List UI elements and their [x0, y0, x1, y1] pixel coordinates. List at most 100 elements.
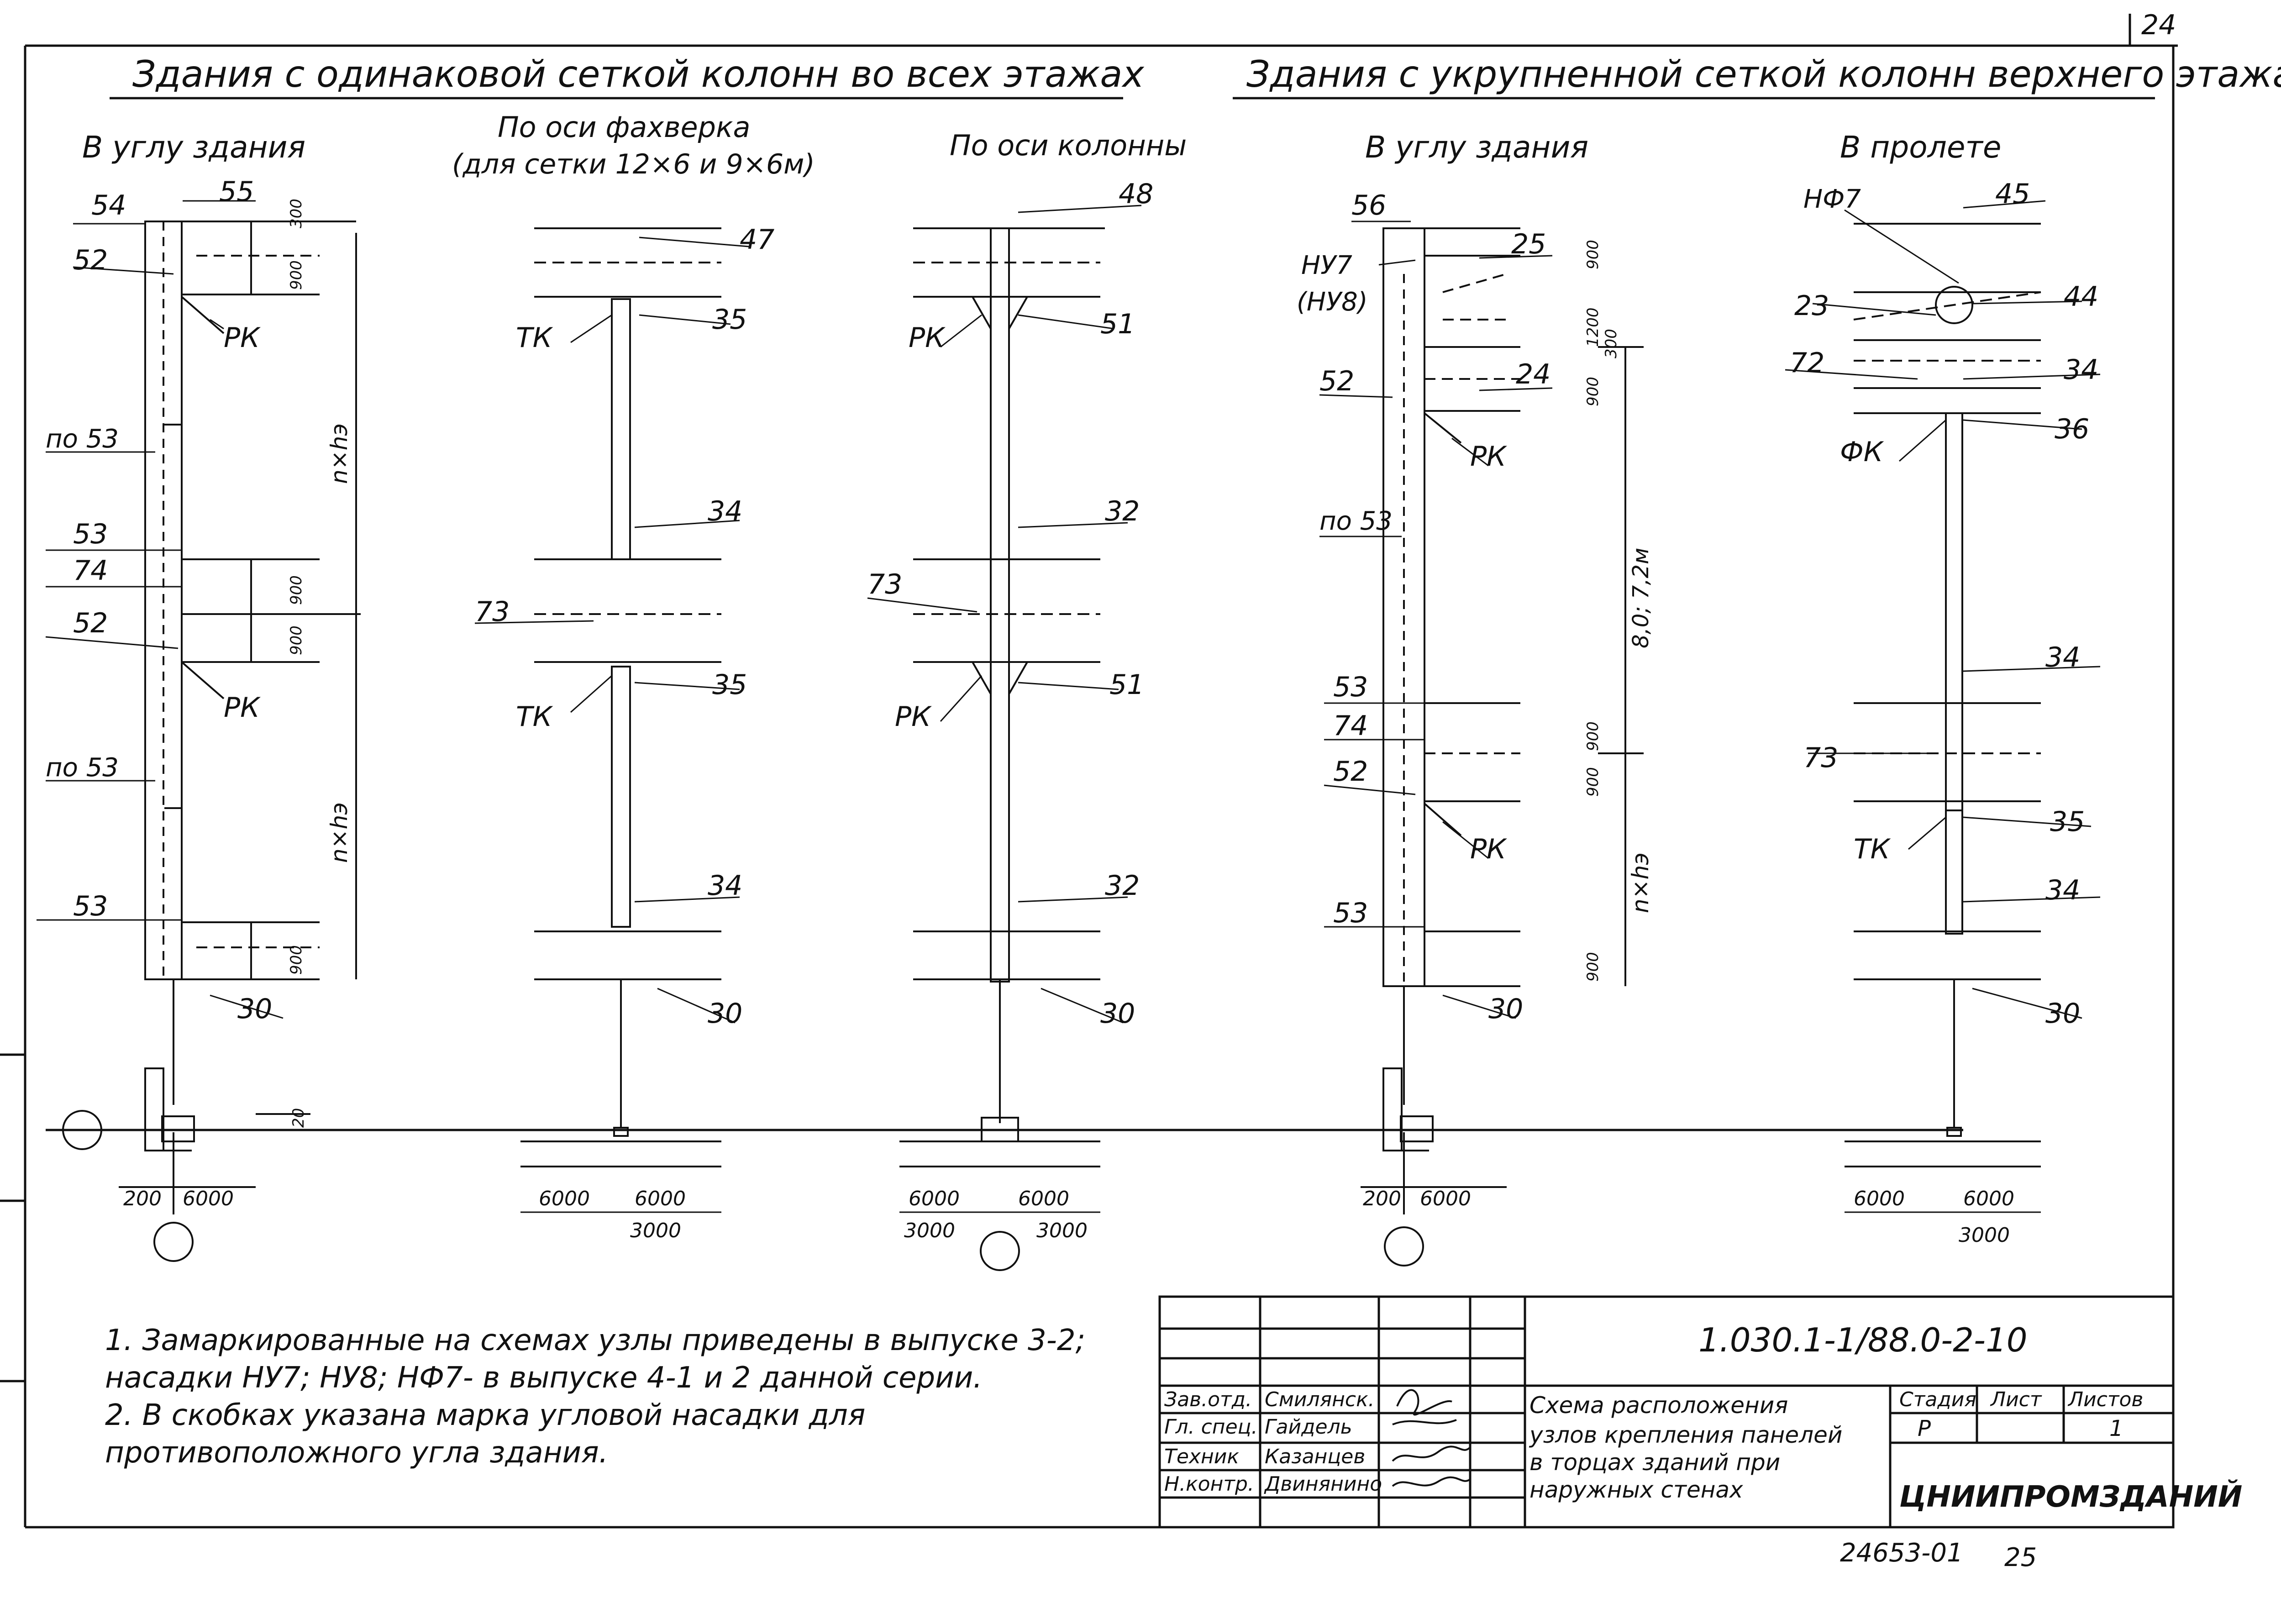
- p5-plan-dim-6000-left: 6000: [1854, 1187, 1905, 1210]
- p4-dim-floor-height: 8,0; 7,2м: [1628, 548, 1654, 648]
- p1-label-52-mid: 52: [73, 607, 108, 639]
- p3-plan-dim-3000-left: 3000: [904, 1219, 955, 1242]
- p5-label-45: 45: [1995, 178, 2030, 210]
- panel-3-elevation: [899, 227, 1105, 1167]
- p5-label-30: 30: [2045, 998, 2080, 1030]
- p4-dim-900-top: 900: [1584, 240, 1602, 269]
- p3-label-48: 48: [1119, 178, 1153, 210]
- role-technician: Техник: [1164, 1445, 1239, 1468]
- heading-left-group: Здания с одинаковой сеткой колонн во все…: [132, 53, 1145, 95]
- panel-1-elevation: [144, 221, 361, 1105]
- p5-plan-dim-3000: 3000: [1959, 1224, 2010, 1247]
- signatures: [1392, 1389, 1471, 1487]
- p1-label-53: 53: [73, 518, 108, 550]
- p5-label-34-mid: 34: [2045, 641, 2080, 673]
- name-head-of-dept: Смилянск.: [1265, 1388, 1375, 1411]
- panel-4-elevation: [1361, 227, 1644, 1214]
- panel-2-leaders: [474, 237, 749, 1024]
- p4-dim-1200: 1200: [1584, 307, 1602, 347]
- p4-label-nu7: НУ7: [1301, 251, 1352, 280]
- p2-label-30: 30: [708, 998, 742, 1030]
- role-norm-control: Н.контр.: [1164, 1472, 1254, 1496]
- p2-plan-dim-6000-left: 6000: [539, 1187, 590, 1210]
- description-line-3: в торцах зданий при: [1529, 1449, 1780, 1476]
- p1-label-53-bot: 53: [73, 890, 108, 922]
- p2-label-34-top: 34: [708, 495, 742, 527]
- p1-label-55: 55: [219, 176, 254, 208]
- p1-dim-900-b: 900: [287, 625, 305, 655]
- p5-label-34-top: 34: [2064, 354, 2098, 386]
- p5-label-nf7: НФ7: [1803, 184, 1861, 214]
- sheet-frame: [0, 14, 2178, 1529]
- p3-label-51-top: 51: [1100, 308, 1135, 340]
- p4-dim-900-c: 900: [1584, 721, 1602, 751]
- p5-label-72: 72: [1790, 347, 1824, 379]
- p2-label-tk-top: ТК: [516, 322, 553, 354]
- panel-2-subtitle: (для сетки 12×6 и 9×6м): [452, 148, 815, 180]
- p1-grid-axis-marker-left: [62, 1110, 102, 1150]
- p1-label-po53-top: по 53: [46, 424, 119, 454]
- p5-label-36: 36: [2055, 413, 2089, 445]
- p2-plan-dim-6000-right: 6000: [635, 1187, 686, 1210]
- page-number: 25: [2004, 1543, 2037, 1572]
- role-chief-spec: Гл. спец.: [1164, 1415, 1258, 1439]
- name-technician: Казанцев: [1265, 1445, 1365, 1468]
- p4-dim-900-b: 900: [1584, 377, 1602, 406]
- p4-grid-axis-marker: [1384, 1226, 1424, 1267]
- p4-label-rk-top: РК: [1470, 441, 1507, 473]
- panel-5-leaders: [1785, 200, 2101, 1019]
- p2-label-35-mid: 35: [712, 669, 747, 701]
- p1-dim-300: 300: [287, 199, 305, 228]
- panel-1-plan: [46, 1067, 1963, 1214]
- panel-4-title: В углу здания: [1365, 130, 1588, 165]
- sheet-header: Лист: [1990, 1388, 2042, 1411]
- p2-label-35-top: 35: [712, 304, 747, 336]
- p5-label-73: 73: [1803, 742, 1838, 774]
- p5-plan-dim-6000-right: 6000: [1963, 1187, 2014, 1210]
- p4-plan-dim-6000: 6000: [1420, 1187, 1471, 1210]
- panel-5-title: В пролете: [1840, 130, 2002, 165]
- p5-label-35: 35: [2050, 806, 2085, 838]
- p2-label-73: 73: [475, 596, 510, 628]
- p2-label-tk-mid: ТК: [516, 701, 553, 733]
- p5-label-44: 44: [2064, 281, 2098, 313]
- p2-label-34-bot: 34: [708, 870, 742, 902]
- p1-label-30: 30: [237, 993, 272, 1025]
- panel-2-elevation: [520, 227, 721, 1167]
- inventory-number: 24653-01: [1840, 1538, 1963, 1568]
- p3-plan-dim-6000-right: 6000: [1018, 1187, 1069, 1210]
- p4-label-25: 25: [1511, 228, 1546, 260]
- p1-label-rk-mid: РК: [224, 692, 261, 724]
- p1-dim-nhe-top: n×hэ: [326, 423, 352, 484]
- stage-header: Стадия: [1899, 1388, 1976, 1411]
- sheet-number: 24: [2141, 9, 2176, 41]
- p4-label-24: 24: [1516, 358, 1550, 390]
- stage-value: Р: [1918, 1416, 1931, 1441]
- drawing-code: 1.030.1-1/88.0-2-10: [1698, 1321, 2028, 1359]
- p4-label-52-mid: 52: [1333, 756, 1368, 788]
- p3-grid-axis-marker: [980, 1231, 1020, 1271]
- name-norm-control: Двинянино: [1264, 1472, 1382, 1496]
- p1-dim-nhe-bot: n×hэ: [326, 802, 352, 863]
- p1-dim-900-bot: 900: [287, 945, 305, 975]
- p1-label-52-top: 52: [73, 244, 108, 276]
- p1-dim-900-top: 900: [287, 260, 305, 290]
- p5-label-23: 23: [1794, 290, 1829, 322]
- p1-grid-axis-marker-bottom: [153, 1222, 194, 1262]
- panel-4-leaders: [1319, 221, 1553, 1019]
- p3-label-rk-top: РК: [909, 322, 946, 354]
- panel-1-title: В углу здания: [82, 130, 305, 165]
- p4-plan-dim-200: 200: [1363, 1187, 1401, 1210]
- p1-dim-20: 20: [289, 1108, 308, 1128]
- sheets-header: Листов: [2067, 1388, 2143, 1411]
- p2-label-47: 47: [740, 224, 774, 256]
- p1-label-74: 74: [73, 555, 108, 587]
- note-1-line-1: 1. Замаркированные на схемах узлы привед…: [105, 1324, 1086, 1357]
- p3-label-30: 30: [1100, 998, 1135, 1030]
- description-line-4: наружных стенах: [1529, 1477, 1743, 1503]
- p3-label-73: 73: [867, 568, 902, 600]
- p1-label-po53-bot: по 53: [46, 753, 119, 783]
- p4-label-po53: по 53: [1319, 506, 1393, 536]
- p4-dim-nhe: n×hэ: [1627, 852, 1654, 913]
- p1-label-54: 54: [91, 189, 126, 221]
